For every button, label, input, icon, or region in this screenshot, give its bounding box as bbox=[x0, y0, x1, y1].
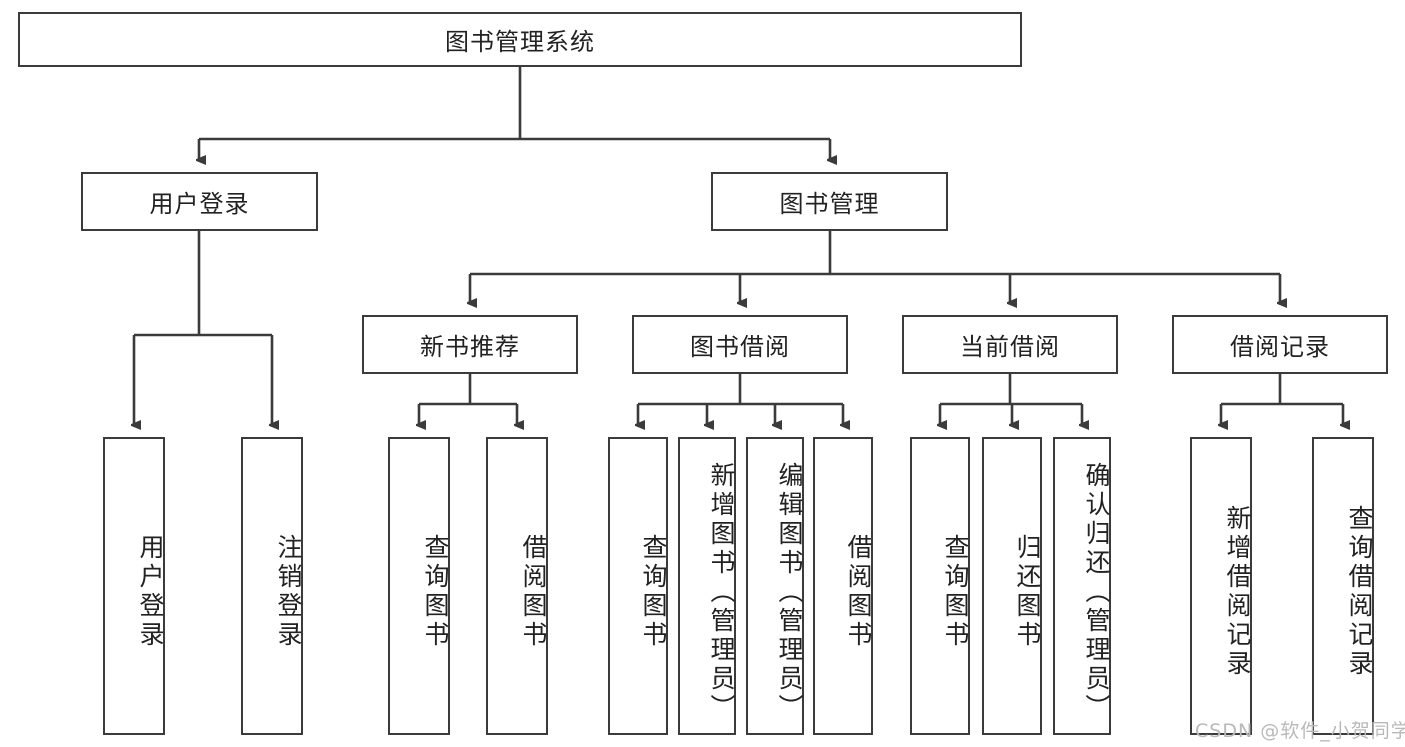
node-leaf-return-book[interactable]: 归还图书 bbox=[982, 437, 1042, 735]
node-label: 图书借阅 bbox=[690, 333, 790, 361]
node-label: 新增借阅记录 bbox=[1223, 505, 1252, 679]
node-leaf-borrow-book-2[interactable]: 借阅图书 bbox=[813, 437, 873, 735]
node-label: 借阅记录 bbox=[1230, 333, 1330, 361]
node-label: 图书管理 bbox=[779, 190, 880, 218]
node-leaf-edit-book-admin[interactable]: 编辑图书（管理员） bbox=[746, 437, 804, 735]
node-leaf-confirm-return-admin[interactable]: 确认归还（管理员） bbox=[1053, 437, 1111, 735]
node-book-borrow[interactable]: 图书借阅 bbox=[632, 315, 848, 374]
node-current-borrow[interactable]: 当前借阅 bbox=[902, 315, 1118, 374]
node-new-book-recommend[interactable]: 新书推荐 bbox=[362, 315, 578, 374]
node-user-login[interactable]: 用户登录 bbox=[81, 172, 318, 231]
node-book-management[interactable]: 图书管理 bbox=[711, 172, 948, 231]
node-label: 当前借阅 bbox=[960, 333, 1060, 361]
node-leaf-borrow-book-1[interactable]: 借阅图书 bbox=[486, 437, 548, 735]
node-leaf-add-borrow-record[interactable]: 新增借阅记录 bbox=[1190, 437, 1252, 735]
csdn-watermark: CSDN @软件_小贺同学 bbox=[1195, 720, 1405, 742]
node-label: 用户登录 bbox=[136, 534, 165, 650]
node-label: 查询借阅记录 bbox=[1345, 505, 1374, 679]
node-label: 新增图书（管理员） bbox=[707, 461, 736, 723]
node-label: 图书管理系统 bbox=[445, 28, 595, 56]
node-label: 借阅图书 bbox=[519, 534, 548, 650]
node-label: 新书推荐 bbox=[420, 333, 520, 361]
node-leaf-user-login[interactable]: 用户登录 bbox=[103, 437, 165, 735]
node-label: 用户登录 bbox=[149, 190, 250, 218]
node-label: 查询图书 bbox=[421, 534, 450, 650]
node-leaf-add-book-admin[interactable]: 新增图书（管理员） bbox=[678, 437, 736, 735]
node-label: 借阅图书 bbox=[844, 534, 873, 650]
node-book-management-system[interactable]: 图书管理系统 bbox=[18, 12, 1022, 67]
node-leaf-query-borrow-record[interactable]: 查询借阅记录 bbox=[1312, 437, 1374, 735]
node-label: 编辑图书（管理员） bbox=[775, 461, 804, 723]
node-label: 归还图书 bbox=[1013, 534, 1042, 650]
node-label: 查询图书 bbox=[941, 534, 970, 650]
node-label: 确认归还（管理员） bbox=[1082, 461, 1111, 723]
node-label: 注销登录 bbox=[274, 534, 303, 650]
node-leaf-query-book-2[interactable]: 查询图书 bbox=[608, 437, 668, 735]
node-label: 查询图书 bbox=[639, 534, 668, 650]
node-leaf-logout-login[interactable]: 注销登录 bbox=[241, 437, 303, 735]
node-leaf-query-book-1[interactable]: 查询图书 bbox=[388, 437, 450, 735]
node-borrow-record[interactable]: 借阅记录 bbox=[1172, 315, 1388, 374]
node-leaf-query-book-3[interactable]: 查询图书 bbox=[910, 437, 970, 735]
